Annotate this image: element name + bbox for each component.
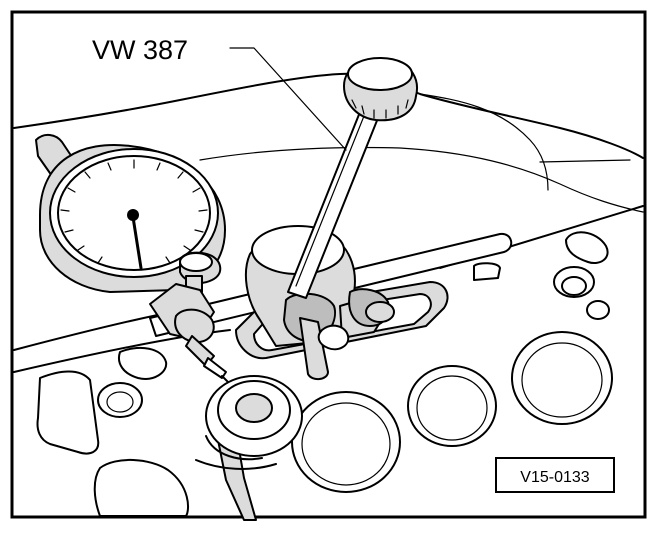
tool-vw387 bbox=[287, 57, 418, 299]
dial-scale bbox=[60, 159, 208, 264]
valve-openings bbox=[36, 231, 613, 517]
tool-label: VW 387 bbox=[92, 35, 188, 65]
valve-stem bbox=[195, 375, 303, 521]
dial-pointer bbox=[131, 215, 143, 270]
dial-pivot bbox=[127, 209, 139, 221]
dial-gauge bbox=[35, 134, 233, 387]
figure-code: V15-0133 bbox=[520, 469, 589, 486]
figure-code-box: V15-0133 bbox=[495, 457, 615, 493]
callout-leader bbox=[229, 47, 347, 151]
